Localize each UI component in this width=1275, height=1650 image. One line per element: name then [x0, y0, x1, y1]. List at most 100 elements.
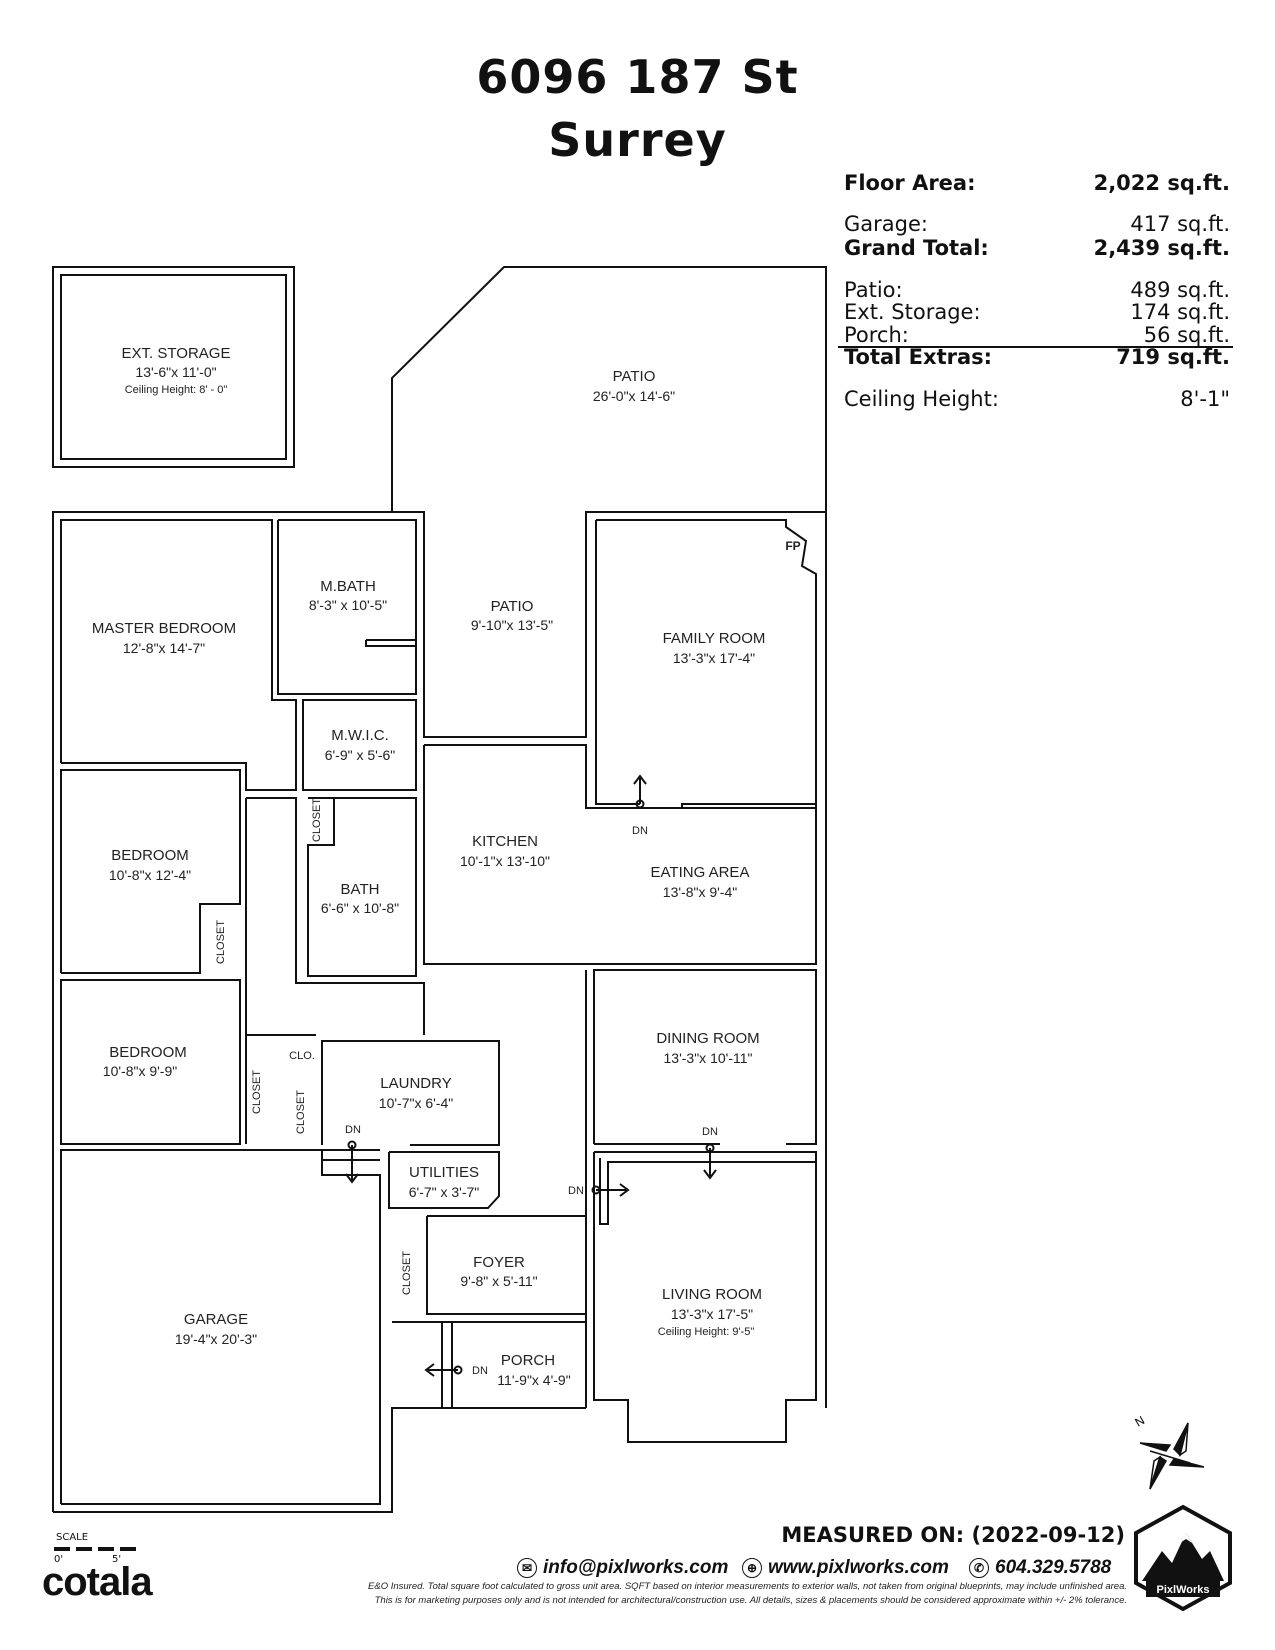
- bedroom2-name: BEDROOM: [109, 1044, 187, 1061]
- brand-logo: cotala: [42, 1560, 153, 1604]
- patio-top-outline: [391, 266, 827, 1408]
- area-total-extras-value: 719 sq.ft.: [1116, 345, 1230, 369]
- compass-north-label: N: [1133, 1415, 1148, 1430]
- family-room-dims: 13'-3"x 17'-4": [673, 650, 755, 666]
- area-porch-label: Porch:: [844, 323, 909, 347]
- scale-bar: [54, 1547, 136, 1551]
- area-garage: Garage: 417 sq.ft.: [844, 212, 1230, 236]
- master-bedroom-wall: [60, 519, 297, 791]
- bath-wall: [307, 797, 417, 977]
- laundry-dims: 10'-7"x 6'-4": [379, 1095, 453, 1111]
- phone-icon: ✆: [969, 1557, 989, 1578]
- dining-room-name: DINING ROOM: [656, 1030, 759, 1047]
- garage-dims: 19'-4"x 20'-3": [175, 1331, 257, 1347]
- stair-arrow-porch: [424, 1363, 463, 1377]
- area-porch-value: 56 sq.ft.: [1143, 323, 1230, 347]
- closet-label-mwic: CLOSET: [311, 798, 323, 842]
- ext-storage-dims: 13'-6"x 11'-0": [135, 364, 216, 380]
- mwic-wall: [302, 699, 417, 791]
- contact-phone-text: 604.329.5788: [995, 1557, 1112, 1578]
- closet-label-hall: CLOSET: [295, 1090, 307, 1134]
- clo-label: CLO.: [289, 1050, 315, 1062]
- bedroom2-wall: [60, 979, 241, 1145]
- area-total-extras: Total Extras: 719 sq.ft.: [844, 345, 1230, 369]
- mwic-name: M.W.I.C.: [331, 727, 389, 744]
- scale-end: 5': [112, 1554, 122, 1565]
- area-patio-value: 489 sq.ft.: [1130, 278, 1230, 302]
- dn-label-porch: DN: [472, 1365, 488, 1377]
- family-room-wall: [596, 519, 817, 809]
- house-bottom-wall: [53, 1407, 586, 1513]
- stair-arrow-foyer: [591, 1183, 630, 1197]
- contact-website-text: www.pixlworks.com: [768, 1557, 949, 1578]
- stair-arrow-family: [633, 774, 647, 809]
- mbath-wall: [277, 519, 417, 695]
- dn-label-dining: DN: [702, 1126, 718, 1138]
- mbath-partition: [365, 639, 417, 647]
- utilities-dims: 6'-7" x 3'-7": [409, 1184, 480, 1200]
- living-room-dims: 13'-3"x 17'-5": [671, 1306, 753, 1322]
- ext-storage-inner-wall: [60, 274, 287, 460]
- foyer-name: FOYER: [473, 1254, 525, 1271]
- logo-text: PixlWorks: [1157, 1584, 1210, 1596]
- ext-storage-note: Ceiling Height: 8' - 0": [125, 384, 228, 396]
- contact-email[interactable]: ✉ info@pixlworks.com: [517, 1557, 728, 1579]
- kitchen-name: KITCHEN: [472, 833, 538, 850]
- scale-start: 0': [54, 1554, 64, 1565]
- living-room-name: LIVING ROOM: [662, 1286, 762, 1303]
- area-ext-storage-label: Ext. Storage:: [844, 300, 981, 324]
- patio-top-dims: 26'-0"x 14'-6": [593, 388, 675, 404]
- area-patio: Patio: 489 sq.ft.: [844, 278, 1230, 302]
- area-ceiling-height-label: Ceiling Height:: [844, 387, 999, 411]
- measured-on: MEASURED ON: (2022-09-12): [781, 1523, 1125, 1547]
- patio-top-name: PATIO: [613, 368, 656, 385]
- bedroom1-wall: [60, 769, 241, 974]
- area-patio-label: Patio:: [844, 278, 903, 302]
- eating-area-name: EATING AREA: [651, 864, 750, 881]
- dn-label-laundry: DN: [345, 1124, 361, 1136]
- area-floor-value: 2,022 sq.ft.: [1093, 171, 1230, 195]
- utilities-name: UTILITIES: [409, 1164, 479, 1181]
- patio-mid-name: PATIO: [491, 598, 534, 615]
- hall-wall: [246, 797, 425, 1035]
- fireplace-label: FP: [785, 539, 800, 553]
- area-porch: Porch: 56 sq.ft.: [844, 323, 1230, 347]
- bedroom1-name: BEDROOM: [111, 847, 189, 864]
- area-grand-total-label: Grand Total:: [844, 236, 989, 260]
- dn-label-family: DN: [632, 825, 648, 837]
- family-room-name: FAMILY ROOM: [663, 630, 766, 647]
- mail-icon: ✉: [517, 1557, 537, 1578]
- closet-label-bedroom2: CLOSET: [251, 1070, 263, 1114]
- area-garage-value: 417 sq.ft.: [1130, 212, 1230, 236]
- area-garage-label: Garage:: [844, 212, 928, 236]
- stair-arrow-dining: [703, 1143, 717, 1180]
- house-outer-wall: [52, 511, 826, 1512]
- ext-storage-name: EXT. STORAGE: [122, 345, 231, 362]
- bedroom2-dims: 10'-8"x 9'-9": [103, 1063, 177, 1079]
- contact-website[interactable]: ⊕www.pixlworks.com: [742, 1557, 949, 1579]
- contact-email-text: info@pixlworks.com: [543, 1557, 729, 1578]
- garage-name: GARAGE: [184, 1311, 248, 1328]
- scale-label: SCALE: [56, 1532, 89, 1543]
- foyer-wall: [426, 1215, 587, 1315]
- disclaimer-line-2: This is for marketing purposes only and …: [374, 1595, 1127, 1606]
- master-bedroom-dims: 12'-8"x 14'-7": [123, 640, 205, 656]
- closet-label-bedroom1: CLOSET: [215, 920, 227, 964]
- area-total-extras-label: Total Extras:: [844, 345, 993, 369]
- porch-name: PORCH: [501, 1352, 555, 1369]
- laundry-wall: [321, 1040, 500, 1146]
- area-ceiling-height-value: 8'-1": [1180, 387, 1230, 411]
- living-room-wall: [593, 1151, 817, 1443]
- living-room-entry: [599, 1158, 816, 1225]
- dining-wall: [593, 969, 817, 1145]
- dining-room-dims: 13'-3"x 10'-11": [664, 1050, 753, 1066]
- area-floor: Floor Area: 2,022 sq.ft.: [844, 171, 1230, 195]
- contact-phone[interactable]: ✆ 604.329.5788: [969, 1557, 1111, 1579]
- page-title-address: 6096 187 St: [476, 50, 799, 104]
- totals-divider: [838, 346, 1233, 348]
- room-labels: EXT. STORAGE 13'-6"x 11'-0" Ceiling Heig…: [92, 345, 801, 1388]
- area-grand-total-value: 2,439 sq.ft.: [1093, 236, 1230, 260]
- foyer-dims: 9'-8" x 5'-11": [460, 1273, 537, 1289]
- porch-dims: 11'-9"x 4'-9": [497, 1372, 570, 1388]
